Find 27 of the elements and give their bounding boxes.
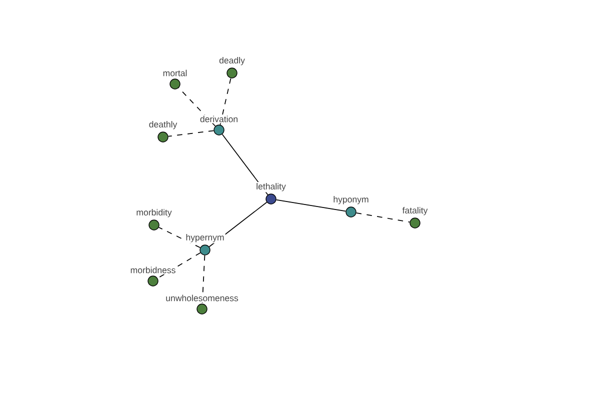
node-label: derivation	[200, 116, 238, 122]
node-circle	[170, 78, 180, 90]
node-label: deadly	[218, 56, 246, 66]
connector	[168, 130, 214, 137]
node-label: derivation	[198, 114, 240, 124]
node-circle	[266, 194, 276, 204]
node-label: hyponym	[332, 194, 370, 206]
node-circle	[410, 218, 420, 228]
node-circle	[226, 68, 238, 78]
node-circle	[196, 304, 208, 314]
node-circle	[148, 276, 158, 286]
node-circle	[200, 244, 210, 256]
connector	[356, 212, 410, 223]
connector	[276, 199, 346, 212]
node-circle	[158, 132, 168, 142]
node-label: deathly	[148, 120, 178, 130]
node-label: lethality	[255, 182, 287, 192]
node-label: hypernym	[184, 232, 226, 244]
node-label: morbidity	[135, 208, 173, 218]
node-circle	[148, 220, 160, 230]
node-label: morbidness	[129, 266, 177, 274]
node-circle	[214, 124, 224, 136]
node-label: fatality	[401, 206, 429, 216]
connector	[220, 78, 232, 126]
node-label: mortal	[162, 68, 188, 78]
node-label: unwholesomeness	[164, 294, 240, 302]
node-circle	[346, 206, 356, 218]
